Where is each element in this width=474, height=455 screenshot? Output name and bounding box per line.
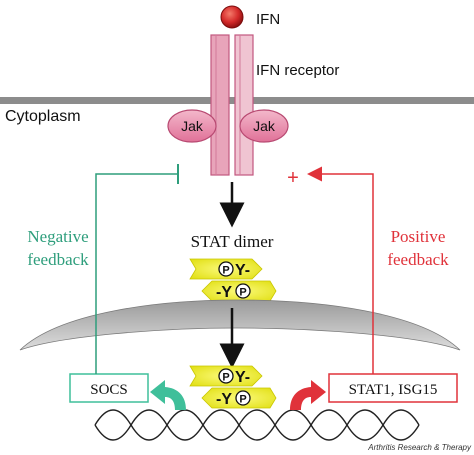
socs-label: SOCS — [90, 382, 128, 398]
dna-helix — [94, 409, 420, 441]
phospho-label: P — [239, 287, 246, 299]
phospho-marker — [218, 261, 234, 277]
phospho-label: P — [222, 372, 229, 384]
socs-box — [69, 373, 149, 403]
stat1-isg15-label: STAT1, ISG15 — [349, 382, 438, 398]
receptor-chain-right — [234, 34, 254, 176]
phospho-label: P — [222, 265, 229, 277]
negative-feedback-label-line2: feedback — [27, 250, 89, 269]
positive-feedback-label-line2: feedback — [387, 250, 449, 269]
dna-strand-2 — [94, 409, 420, 441]
phospho-marker — [235, 390, 251, 406]
stat-dimer-nucleus: P Y- -Y P — [189, 365, 277, 409]
ifn-ligand — [220, 5, 244, 29]
jak-kinase-right — [239, 109, 289, 143]
jak-right-label: Jak — [253, 118, 276, 134]
ifn-receptor-label: IFN receptor — [256, 62, 339, 79]
stat1-induction-arrow — [290, 380, 326, 410]
phospho-label: P — [239, 394, 246, 406]
positive-feedback-label-line1: Positive — [391, 227, 446, 246]
py-bottom-label: -Y — [216, 284, 232, 301]
stat1-isg15-box — [328, 373, 458, 403]
phospho-marker — [235, 283, 251, 299]
negative-feedback-line — [95, 173, 178, 374]
socs-induction-arrow — [150, 380, 186, 410]
cytoplasm-label: Cytoplasm — [5, 108, 81, 125]
py-top-label: Y- — [235, 262, 250, 279]
positive-feedback-line — [307, 166, 374, 374]
ifn-label: IFN — [256, 11, 280, 28]
journal-credit: Arthritis Research & Therapy — [367, 443, 472, 452]
phospho-marker — [218, 368, 234, 384]
stat-dimer-cytoplasm: P Y- -Y P — [189, 258, 277, 302]
jak-kinase-left — [167, 109, 217, 143]
nuclear-membrane — [19, 299, 461, 351]
dna-strand-1 — [94, 409, 420, 441]
plus-sign: + — [287, 167, 299, 189]
receptor-chain-left — [210, 34, 230, 176]
jak-left-label: Jak — [181, 118, 204, 134]
stat-dimer-label: STAT dimer — [191, 232, 274, 251]
negative-feedback-label-line1: Negative — [27, 227, 88, 246]
py-bottom-label: -Y — [216, 391, 232, 408]
py-top-label: Y- — [235, 369, 250, 386]
